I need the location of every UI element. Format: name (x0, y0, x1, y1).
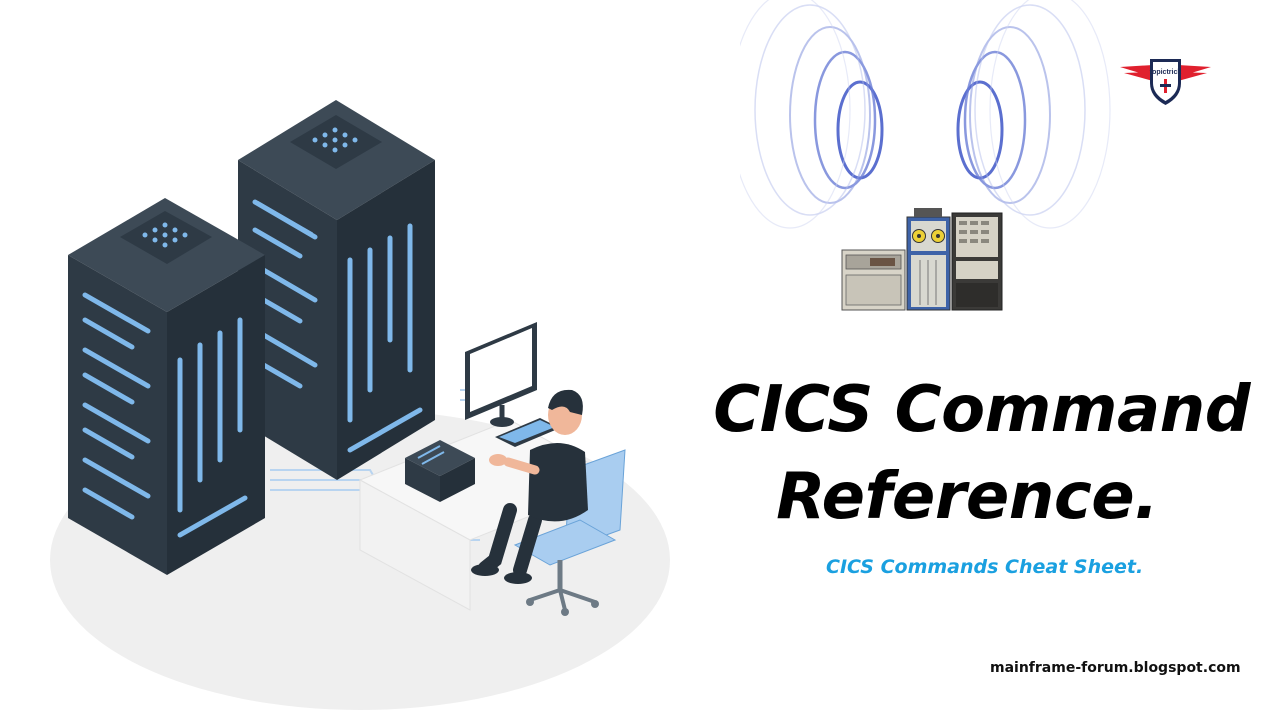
logo-text: topictrick (1150, 69, 1182, 76)
small-device-icon (405, 440, 475, 502)
server-rack-icon (238, 100, 435, 480)
keyboard-icon (495, 418, 560, 447)
page-title-line-1: CICS Command (713, 373, 1250, 447)
monitor-icon (465, 322, 537, 427)
topictrick-logo-icon: topictrick (1120, 59, 1211, 105)
mainframe-icon (841, 208, 1003, 311)
person-icon (471, 389, 588, 584)
site-url: mainframe-forum.blogspot.com (990, 660, 1241, 676)
page-subtitle: CICS Commands Cheat Sheet. (826, 556, 1144, 578)
signal-waves-icon (740, 0, 1111, 229)
page-title-line-2: Reference. (776, 460, 1158, 534)
server-room-illustration (50, 100, 670, 710)
server-rack-icon-2 (68, 198, 265, 575)
